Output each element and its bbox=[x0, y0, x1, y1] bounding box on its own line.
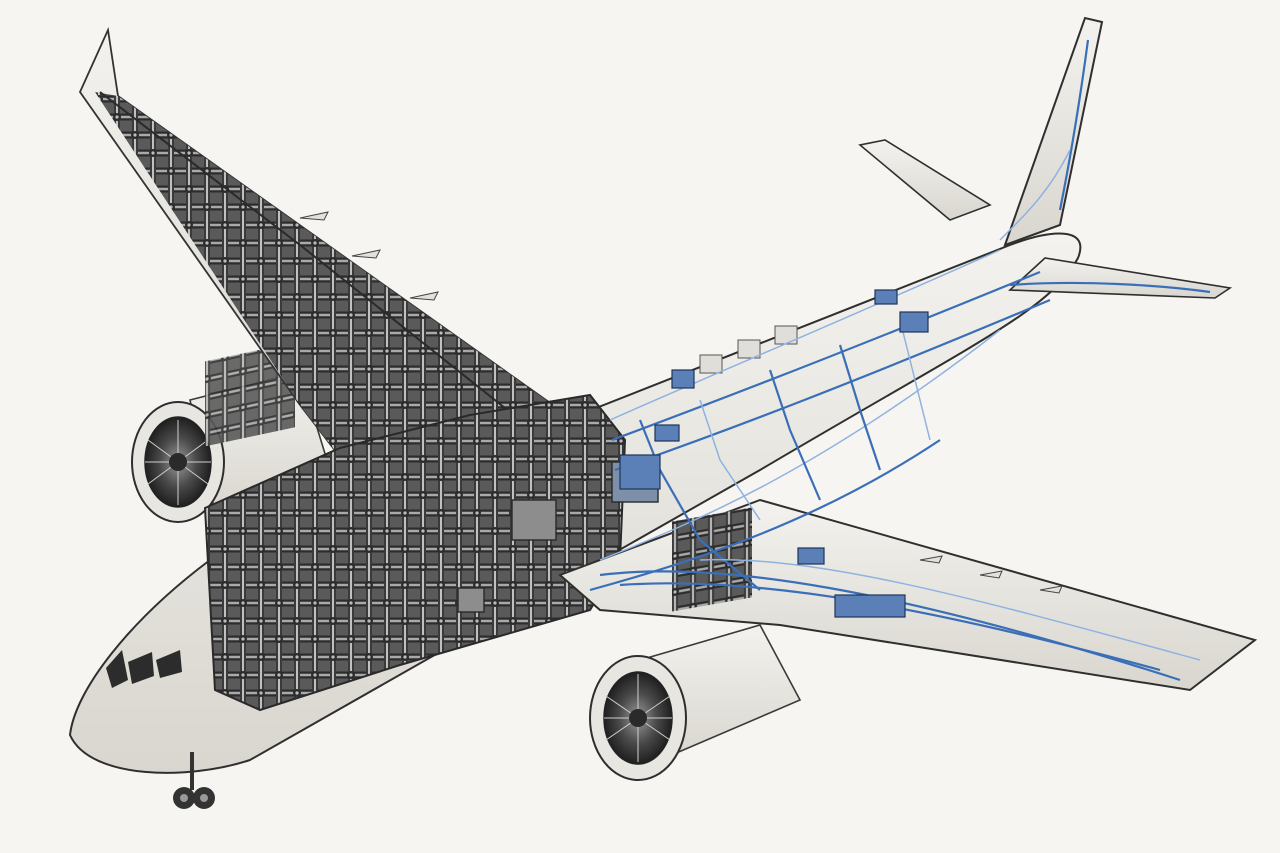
left-engine bbox=[131, 342, 331, 523]
wiring-network bbox=[589, 39, 1211, 682]
wire-run bbox=[609, 249, 1001, 421]
avionics-modules bbox=[619, 289, 929, 618]
wire-run bbox=[768, 369, 822, 501]
wire-run bbox=[1058, 39, 1090, 211]
avionics-module bbox=[899, 311, 929, 333]
avionics-module bbox=[797, 547, 825, 565]
avionics-module bbox=[619, 454, 661, 490]
avionics-module bbox=[874, 289, 898, 305]
wire-run bbox=[611, 270, 1041, 442]
wire-run bbox=[599, 329, 1001, 561]
avionics-module bbox=[654, 424, 680, 442]
avionics-module bbox=[834, 594, 906, 618]
wire-run bbox=[899, 319, 931, 441]
wire-run bbox=[699, 399, 761, 521]
fuselage bbox=[68, 232, 1082, 774]
avionics-module bbox=[671, 369, 695, 389]
wire-run bbox=[1009, 281, 1211, 294]
wire-run bbox=[699, 558, 1201, 661]
wire-run bbox=[999, 149, 1071, 241]
wire-run bbox=[638, 419, 761, 591]
nose-landing-gear bbox=[173, 752, 215, 809]
wire-run bbox=[589, 439, 941, 592]
cockpit-windows bbox=[106, 650, 182, 688]
wire-run bbox=[838, 344, 882, 471]
horizontal-stabilizer bbox=[1008, 257, 1233, 299]
vertical-stabilizer bbox=[858, 16, 1104, 247]
wire-run bbox=[614, 298, 1051, 472]
